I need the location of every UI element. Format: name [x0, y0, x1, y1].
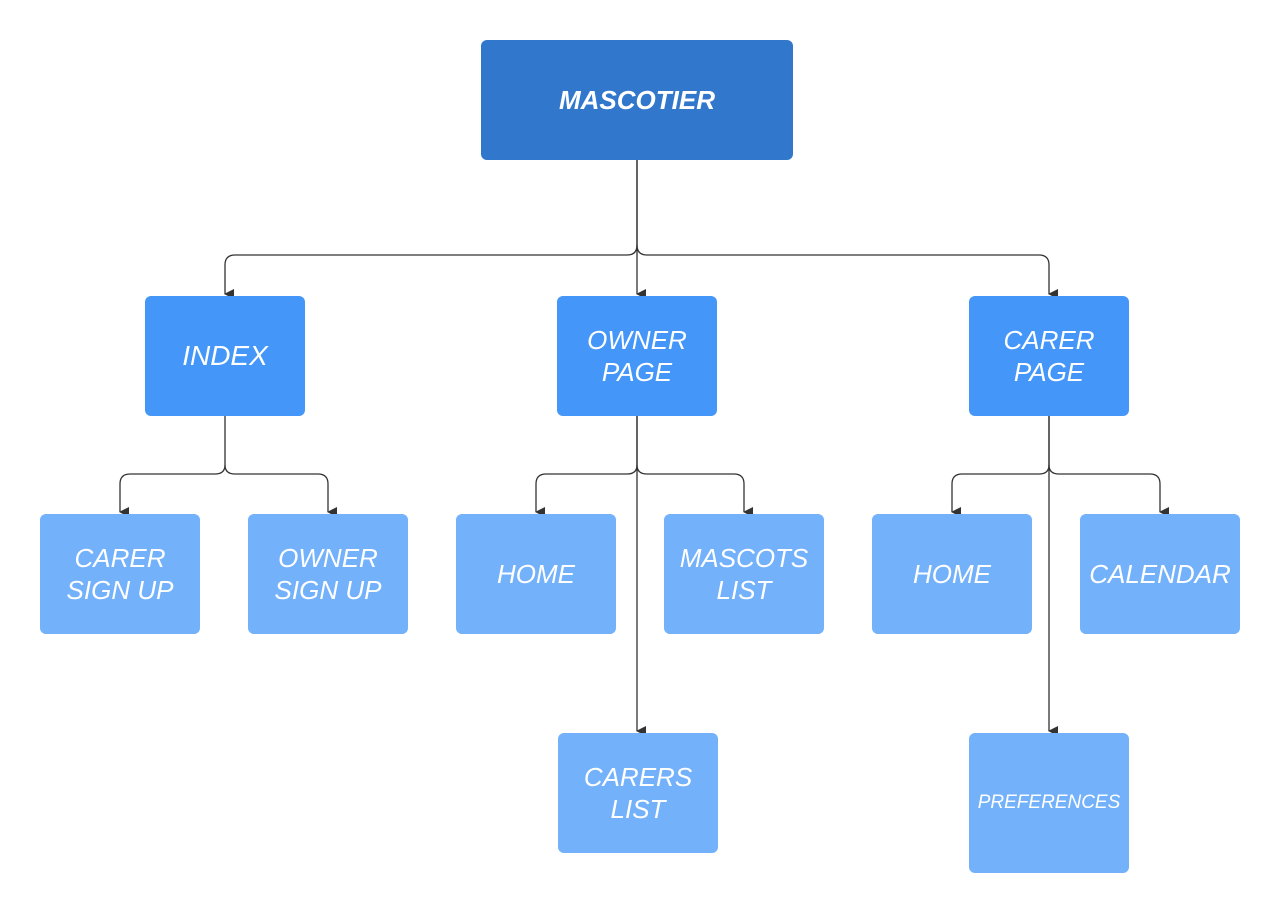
node-carer-sign-up-label-line2: SIGN UP — [66, 575, 174, 605]
node-owner-home-label: HOME — [497, 559, 575, 589]
node-carer-sign-up-label-line1: CARER — [74, 543, 166, 573]
node-owner-sign-up-label-line2: SIGN UP — [274, 575, 382, 605]
node-carers-list-label-line2: LIST — [610, 794, 666, 824]
node-calendar[interactable]: CALENDAR — [1080, 514, 1240, 634]
node-mascots-list-label-line2: LIST — [716, 575, 772, 605]
node-owner-page[interactable]: OWNER PAGE — [557, 296, 717, 416]
node-owner-sign-up[interactable]: OWNER SIGN UP — [248, 514, 408, 634]
edge-index-carer-signup — [119, 416, 226, 517]
edge-root-index — [224, 160, 638, 299]
node-carer-sign-up[interactable]: CARER SIGN UP — [40, 514, 200, 634]
node-preferences-label: PREFERENCES — [977, 792, 1121, 813]
node-carer-page-label-line1: CARER — [1003, 325, 1095, 355]
node-mascots-list-label-line1: MASCOTS — [679, 543, 809, 573]
node-preferences[interactable]: PREFERENCES — [969, 733, 1129, 873]
node-mascotier-label: MASCOTIER — [559, 85, 715, 115]
node-carers-list-label-line1: CARERS — [583, 762, 693, 792]
node-carers-list[interactable]: CARERS LIST — [558, 733, 718, 853]
node-owner-sign-up-label-line1: OWNER — [278, 543, 378, 573]
edge-carer-calendar — [1048, 464, 1169, 517]
edge-owner-mascots-list — [636, 464, 753, 517]
node-calendar-label: CALENDAR — [1089, 559, 1231, 589]
edge-owner-home — [535, 416, 638, 517]
node-carer-home[interactable]: HOME — [872, 514, 1032, 634]
node-index-label: INDEX — [182, 340, 268, 371]
node-mascots-list[interactable]: MASCOTS LIST — [664, 514, 824, 634]
node-carer-page[interactable]: CARER PAGE — [969, 296, 1129, 416]
edge-root-carer-page — [636, 244, 1058, 299]
node-owner-home[interactable]: HOME — [456, 514, 616, 634]
node-carer-home-label: HOME — [913, 559, 991, 589]
node-index[interactable]: INDEX — [145, 296, 305, 416]
node-owner-page-label-line2: PAGE — [601, 357, 673, 387]
edge-index-owner-signup — [224, 464, 337, 517]
node-owner-page-label-line1: OWNER — [587, 325, 687, 355]
node-carer-page-label-line2: PAGE — [1013, 357, 1085, 387]
node-mascotier[interactable]: MASCOTIER — [481, 40, 793, 160]
edge-carer-home — [951, 416, 1050, 517]
